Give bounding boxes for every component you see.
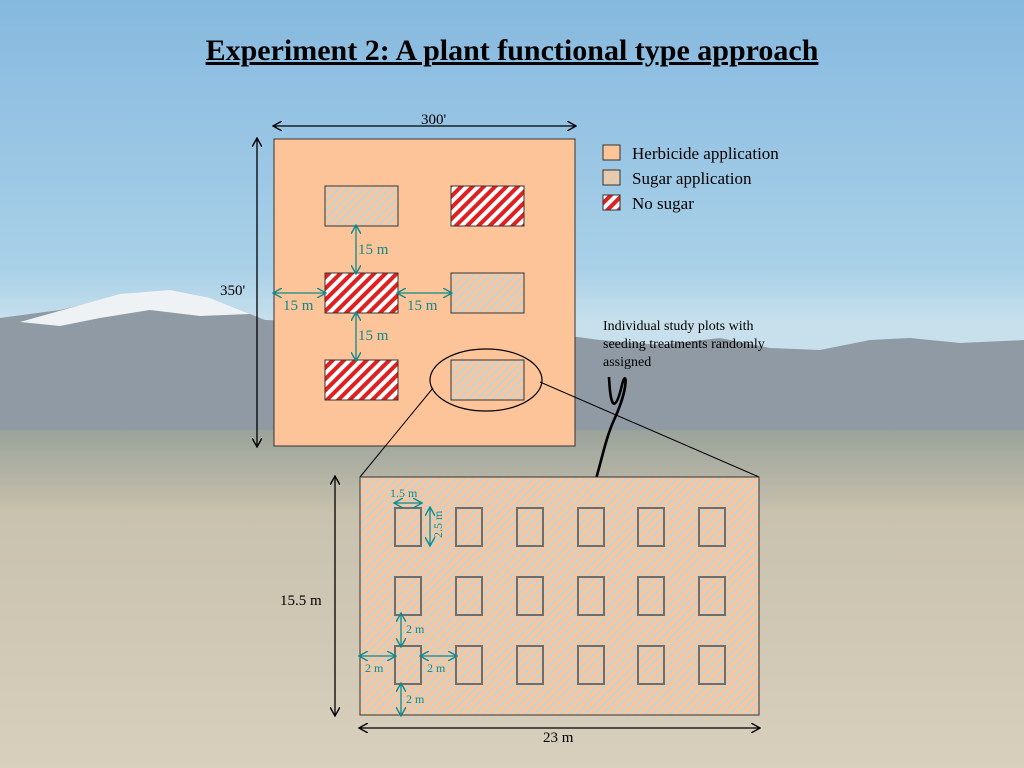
study-subplot xyxy=(455,576,483,616)
gap-label: 2 m xyxy=(406,692,425,706)
slide-title: Experiment 2: A plant functional type ap… xyxy=(205,34,819,67)
gap-label: 2 m xyxy=(427,661,446,675)
study-subplot xyxy=(577,645,605,685)
zoom-ellipse xyxy=(429,348,543,412)
study-subplot xyxy=(455,645,483,685)
snow-caps xyxy=(20,290,250,326)
legend-swatch-nosugar xyxy=(602,194,621,211)
sugar-plot xyxy=(450,272,525,314)
spacing-label: 15 m xyxy=(283,298,314,314)
study-subplot xyxy=(394,576,422,616)
spacing-label: 15 m xyxy=(358,242,389,258)
detail-height-label: 15.5 m xyxy=(280,593,322,609)
study-subplot xyxy=(516,507,544,547)
legend-label-nosugar: No sugar xyxy=(632,194,694,213)
nosugar-plot xyxy=(450,185,525,227)
study-subplot xyxy=(637,507,665,547)
nosugar-plot xyxy=(324,272,399,314)
gap-label: 2 m xyxy=(365,661,384,675)
sugar-plot xyxy=(450,359,525,401)
detail-width-label: 23 m xyxy=(543,730,574,746)
study-subplot xyxy=(455,507,483,547)
height-label: 350' xyxy=(220,283,246,299)
study-subplot xyxy=(516,645,544,685)
study-subplot xyxy=(394,645,422,685)
annotation-text: Individual study plots with seeding trea… xyxy=(603,319,765,370)
sugar-plot xyxy=(324,185,399,227)
study-subplot xyxy=(698,645,726,685)
study-subplot xyxy=(577,576,605,616)
callout-line xyxy=(539,381,760,478)
gap-label: 2 m xyxy=(406,622,425,636)
spacing-label: 15 m xyxy=(407,298,438,314)
study-subplot xyxy=(577,507,605,547)
legend-swatch-herbicide xyxy=(602,144,621,161)
legend-label-sugar: Sugar application xyxy=(632,169,752,188)
width-label: 300' xyxy=(421,112,447,128)
study-subplot xyxy=(637,576,665,616)
study-subplot xyxy=(394,507,422,547)
annotation-arrow xyxy=(587,376,627,499)
plot-width-label: 1.5 m xyxy=(390,486,418,500)
study-subplot xyxy=(698,507,726,547)
study-subplot xyxy=(698,576,726,616)
subplot-grid xyxy=(394,507,726,685)
legend-swatch-sugar xyxy=(602,169,621,186)
study-subplot xyxy=(637,645,665,685)
legend-label-herbicide: Herbicide application xyxy=(632,144,779,163)
study-subplot xyxy=(516,576,544,616)
spacing-label: 15 m xyxy=(358,328,389,344)
callout-line xyxy=(359,387,434,478)
plot-height-label: 2.5 m xyxy=(431,510,445,538)
nosugar-plot xyxy=(324,359,399,401)
